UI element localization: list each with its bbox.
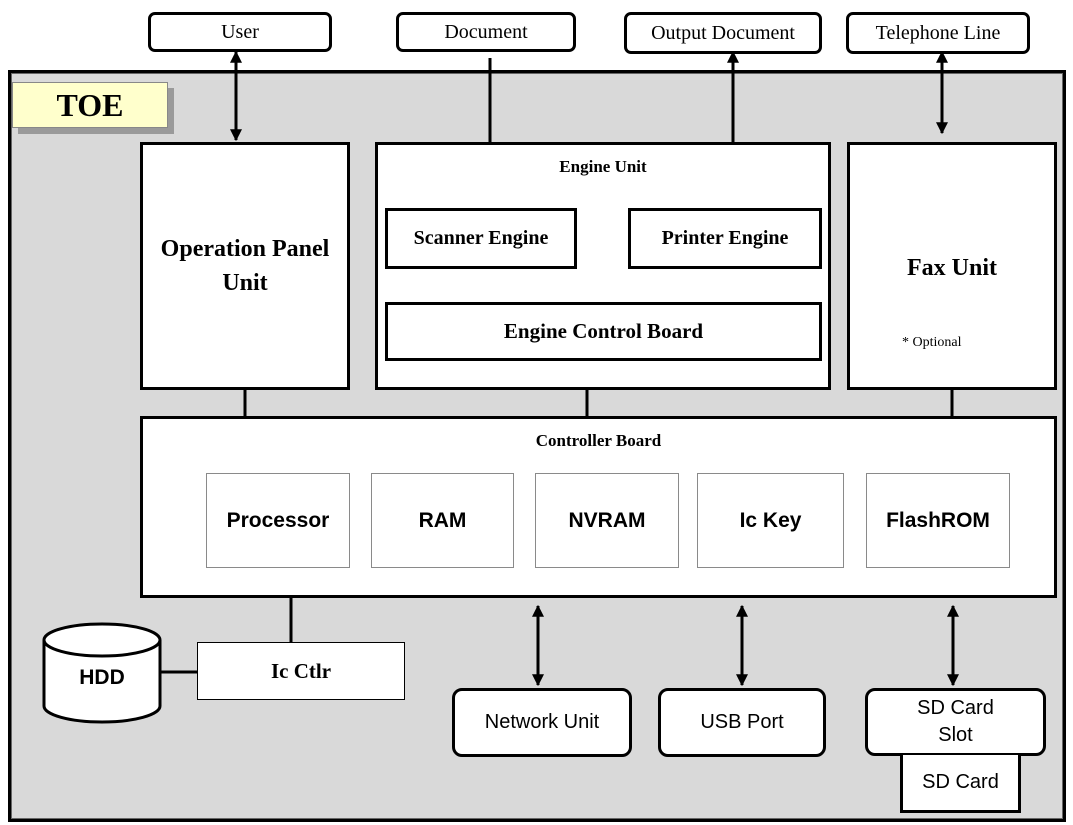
user-label: User bbox=[221, 20, 259, 43]
flashrom-chip: FlashROM bbox=[866, 473, 1010, 568]
sd-card-box: SD Card bbox=[900, 755, 1021, 813]
network-unit-box: Network Unit bbox=[452, 688, 632, 757]
engine-unit-title: Engine Unit bbox=[559, 157, 647, 176]
operation-panel-line2: Unit bbox=[222, 269, 268, 296]
ram-chip: RAM bbox=[371, 473, 514, 568]
ic-ctlr-box: Ic Ctlr bbox=[197, 642, 405, 700]
scanner-engine: Scanner Engine bbox=[385, 208, 577, 269]
operation-panel-unit: Operation Panel Unit bbox=[140, 142, 350, 390]
toe-label: TOE bbox=[12, 82, 168, 128]
usb-port-box: USB Port bbox=[658, 688, 826, 757]
controller-board-title: Controller Board bbox=[535, 431, 662, 450]
fax-unit-title: Fax Unit bbox=[907, 255, 997, 281]
operation-panel-line1: Operation Panel bbox=[160, 236, 330, 262]
output-document-label: Output Document bbox=[651, 21, 795, 44]
hdd-label: HDD bbox=[79, 666, 125, 689]
user-box: User bbox=[148, 12, 332, 52]
printer-engine: Printer Engine bbox=[628, 208, 822, 269]
nvram-chip: NVRAM bbox=[535, 473, 679, 568]
sd-card-slot-box: SD Card Slot bbox=[865, 688, 1046, 756]
fax-unit-note: * Optional bbox=[902, 335, 962, 350]
hdd-cylinder bbox=[42, 622, 162, 724]
telephone-line-label: Telephone Line bbox=[875, 21, 1001, 44]
engine-control-board: Engine Control Board bbox=[385, 302, 822, 361]
output-document-box: Output Document bbox=[624, 12, 822, 54]
fax-unit: Fax Unit * Optional bbox=[847, 142, 1057, 390]
document-label: Document bbox=[444, 20, 528, 43]
processor-chip: Processor bbox=[206, 473, 350, 568]
sd-slot-line1: SD Card bbox=[917, 697, 994, 719]
document-box: Document bbox=[396, 12, 576, 52]
telephone-line-box: Telephone Line bbox=[846, 12, 1030, 54]
sd-slot-line2: Slot bbox=[938, 724, 973, 746]
ic-key-chip: Ic Key bbox=[697, 473, 844, 568]
